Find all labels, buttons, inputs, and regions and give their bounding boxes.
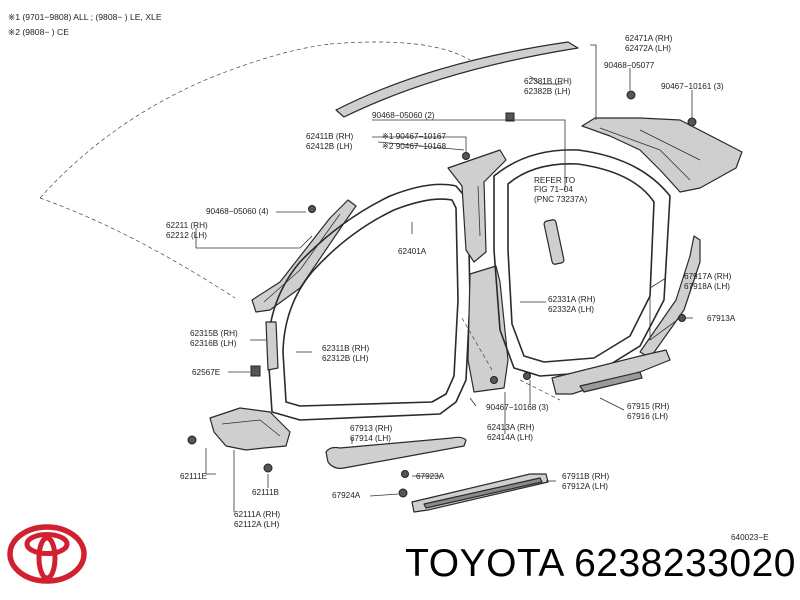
toyota-logo-icon <box>7 524 87 584</box>
label-62315b: 62315B (RH) <box>190 329 238 338</box>
label-refer-fig: FIG 71−04 <box>534 185 573 194</box>
label-62111e: 62111E <box>180 472 208 481</box>
rear-scuff-plate <box>551 349 671 395</box>
label-62413a: 62413A (RH) <box>487 423 535 432</box>
roof-side-rail-garnish <box>335 41 579 118</box>
label-67917a: 67917A (RH) <box>684 272 732 281</box>
center-pillar-lower-garnish <box>467 265 509 393</box>
label-90468-05060-4: 90468−05060 (4) <box>206 207 269 216</box>
label-62312b: 62312B (LH) <box>322 354 369 363</box>
label-62331a: 62331A (RH) <box>548 295 596 304</box>
assist-grip-ref <box>543 219 565 265</box>
label-62567e: 62567E <box>192 368 221 377</box>
label-62212: 62212 (LH) <box>166 231 207 240</box>
front-door-scuff-plate <box>325 436 467 478</box>
clip-icon <box>398 488 408 498</box>
label-67924a: 67924A <box>332 491 361 500</box>
screw-icon <box>687 117 697 127</box>
figure-number: 640023−E <box>731 533 769 542</box>
label-62112a: 62112A (LH) <box>234 520 280 529</box>
clip-icon <box>462 152 470 160</box>
clip-icon <box>523 372 531 380</box>
label-90467-10168: ※2 90467−10168 <box>382 142 446 151</box>
note-line-2: ※2 (9808− ) CE <box>8 27 69 37</box>
clip-62567e <box>250 365 261 377</box>
label-refer-to: REFER TO <box>534 176 575 185</box>
clip-icon <box>626 90 636 100</box>
label-67918a: 67918A (LH) <box>684 282 730 291</box>
label-67911b: 67911B (RH) <box>562 472 609 481</box>
label-62311b: 62311B (RH) <box>322 344 369 353</box>
label-62111b: 62111B <box>252 488 280 497</box>
label-62382b: 62382B (LH) <box>524 87 571 96</box>
label-90468-05060-2: 90468−05060 (2) <box>372 111 435 120</box>
roof-side-inner-garnish <box>581 90 743 193</box>
label-90467-10168-3: 90467−10168 (3) <box>486 403 549 412</box>
label-62412b: 62412B (LH) <box>306 142 353 151</box>
clip-icon <box>401 470 409 478</box>
label-90467-10167: ※1 90467−10167 <box>382 132 446 141</box>
label-62472a: 62472A (LH) <box>625 44 671 53</box>
label-90467-10161: 90467−10161 (3) <box>661 82 724 91</box>
label-62211: 62211 (RH) <box>166 221 208 230</box>
label-62381b: 62381B (RH) <box>524 77 572 86</box>
clip-icon <box>490 376 498 384</box>
clip-icon <box>308 205 316 213</box>
label-62316b: 62316B (LH) <box>190 339 237 348</box>
front-pillar-garnish <box>251 199 357 313</box>
screw-icon <box>187 435 197 445</box>
leader-lines <box>195 44 693 512</box>
label-62471a: 62471A (RH) <box>625 34 673 43</box>
center-pillar-upper-garnish <box>447 112 515 263</box>
label-62332a: 62332A (LH) <box>548 305 594 314</box>
label-62111a: 62111A (RH) <box>234 510 280 519</box>
front-pillar-lower-trim <box>265 321 279 371</box>
label-62401a: 62401A <box>398 247 427 256</box>
label-67916: 67916 (LH) <box>627 412 668 421</box>
label-67923a: 67923A <box>416 472 445 481</box>
part-labels: 62471A (RH) 62472A (LH) 62381B (RH) 6238… <box>166 34 769 542</box>
roof-outline <box>39 41 471 299</box>
front-door-opening-trim <box>267 183 471 421</box>
label-67912a: 67912A (LH) <box>562 482 608 491</box>
label-67913: 67913 (RH) <box>350 424 393 433</box>
clip-icon <box>505 112 515 122</box>
note-line-1: ※1 (9701−9808) ALL ; (9808− ) LE, XLE <box>8 12 162 22</box>
quarter-trim-panel <box>639 235 701 359</box>
label-90468-05077: 90468−05077 <box>604 61 655 70</box>
rear-door-opening-trim <box>493 149 671 380</box>
label-67915: 67915 (RH) <box>627 402 670 411</box>
part-number-title: TOYOTA 6238233020 <box>405 542 796 585</box>
cowl-side-trim <box>187 407 291 473</box>
label-67914: 67914 (LH) <box>350 434 391 443</box>
front-sill-scuff-plate <box>398 473 549 513</box>
label-67913a: 67913A <box>707 314 736 323</box>
label-62411b: 62411B (RH) <box>306 132 353 141</box>
clip-icon <box>263 463 273 473</box>
label-refer-pnc: (PNC 73237A) <box>534 195 588 204</box>
label-62414a: 62414A (LH) <box>487 433 533 442</box>
